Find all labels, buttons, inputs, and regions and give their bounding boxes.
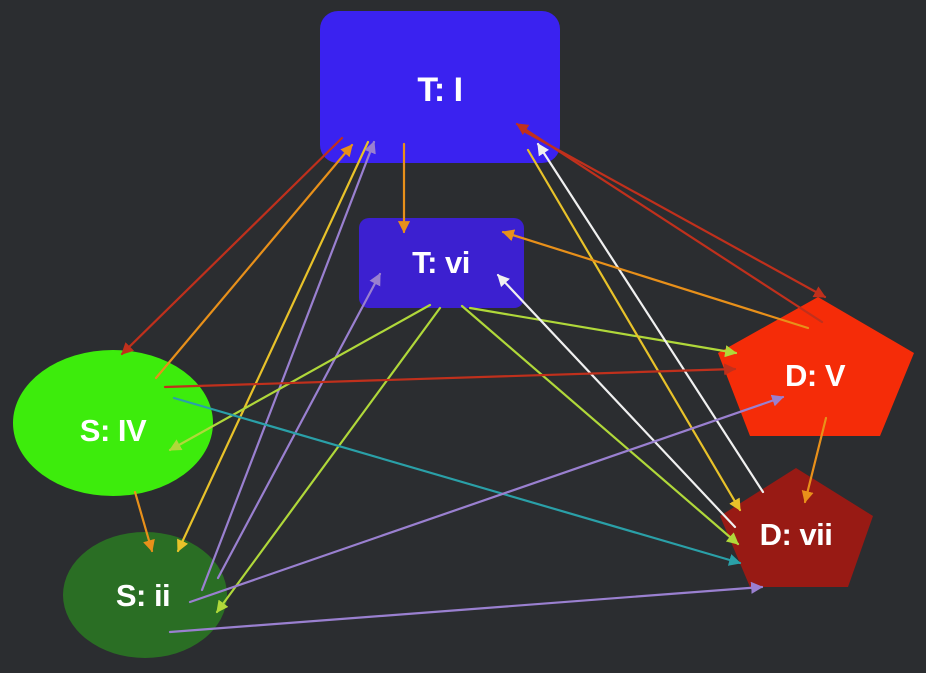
arrow-tonic-I-to-dominant-vii bbox=[526, 148, 742, 512]
arrow-tonic-vi-to-dominant-V bbox=[468, 306, 738, 358]
node-subdominant-ii-label: S: ii bbox=[116, 578, 170, 613]
arrow-dominant-V-to-tonic-I bbox=[515, 122, 824, 324]
arrow-tonic-I-to-subdominant-IV bbox=[120, 136, 344, 356]
node-tonic-vi-label: T: vi bbox=[412, 245, 470, 280]
arrow-subdominant-IV-to-tonic-I bbox=[154, 143, 354, 380]
arrow-subdominant-ii-to-dominant-V bbox=[188, 394, 785, 604]
arrow-dominant-V-to-tonic-vi bbox=[501, 229, 810, 330]
arrow-subdominant-IV-to-dominant-vii bbox=[172, 396, 742, 566]
arrow-tonic-I-to-dominant-V bbox=[520, 128, 827, 299]
node-subdominant-IV-label: S: IV bbox=[80, 413, 147, 448]
node-subdominant-ii: S: ii bbox=[63, 532, 227, 658]
arrow-subdominant-ii-to-tonic-vi bbox=[216, 272, 382, 580]
arrow-subdominant-IV-to-dominant-V bbox=[163, 363, 737, 389]
arrow-tonic-vi-to-subdominant-IV bbox=[168, 303, 432, 452]
arrow-tonic-I-to-subdominant-ii bbox=[176, 140, 370, 553]
node-subdominant-IV-shape bbox=[13, 350, 213, 496]
node-dominant-vii-label: D: vii bbox=[760, 517, 833, 552]
node-dominant-vii: D: vii bbox=[720, 468, 873, 587]
node-subdominant-ii-shape bbox=[63, 532, 227, 658]
arrow-dominant-vii-to-tonic-vi bbox=[496, 273, 737, 529]
arrow-tonic-vi-to-subdominant-ii bbox=[215, 306, 442, 614]
arrow-subdominant-ii-to-dominant-vii bbox=[168, 581, 764, 634]
arrow-dominant-V-to-dominant-vii bbox=[801, 416, 828, 504]
node-dominant-vii-shape bbox=[720, 468, 873, 587]
node-dominant-V-shape bbox=[718, 297, 914, 436]
arrow-subdominant-IV-to-subdominant-ii bbox=[133, 490, 155, 553]
arrow-subdominant-ii-to-tonic-I bbox=[200, 140, 376, 592]
node-subdominant-IV: S: IV bbox=[13, 350, 213, 496]
node-tonic-vi-shape bbox=[359, 218, 524, 308]
node-tonic-I-shape bbox=[320, 11, 560, 163]
arrow-dominant-vii-to-tonic-I bbox=[536, 142, 765, 494]
arrow-tonic-vi-to-dominant-vii bbox=[460, 304, 740, 546]
node-tonic-I-label: T: I bbox=[417, 71, 462, 109]
node-tonic-vi: T: vi bbox=[359, 218, 524, 308]
node-dominant-V-label: D: V bbox=[785, 358, 846, 393]
node-tonic-I: T: I bbox=[320, 11, 560, 163]
edges-layer bbox=[120, 122, 828, 634]
node-dominant-V: D: V bbox=[718, 297, 914, 436]
